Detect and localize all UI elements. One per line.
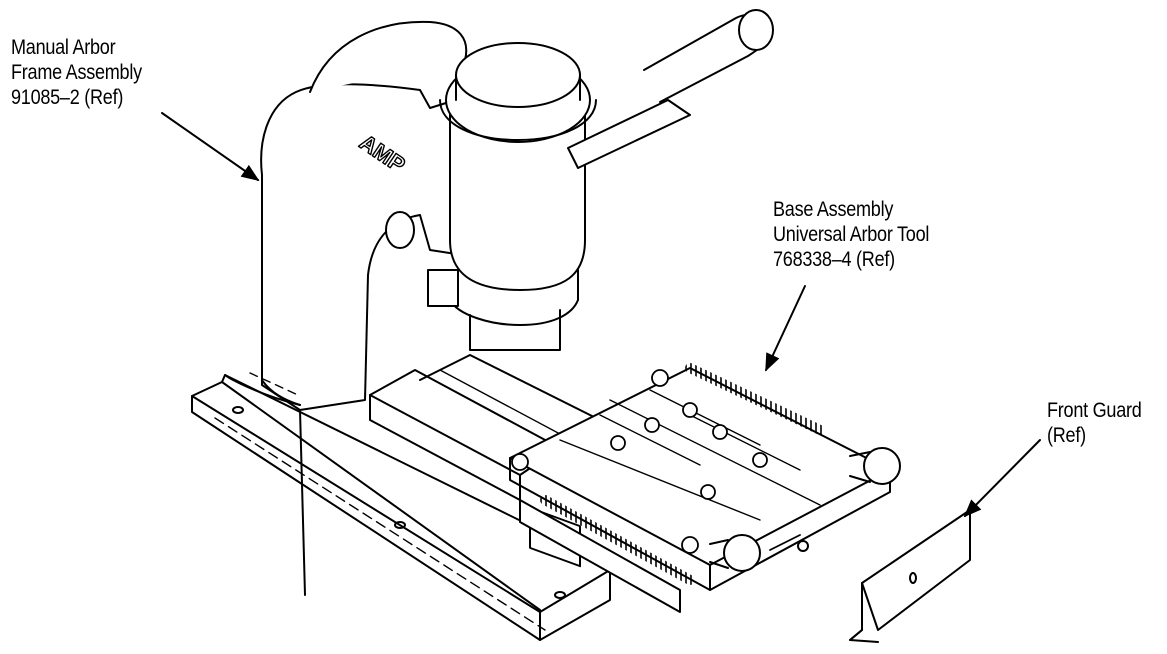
ram-head [427, 42, 597, 351]
leader-arrow-arbor-frame [161, 112, 260, 182]
callout-front-guard-line-1: Front Guard [1047, 399, 1142, 422]
callout-base-assembly-line-1: Base Assembly [773, 198, 894, 221]
press-handle [567, 9, 774, 169]
callout-base-assembly: Base Assembly Universal Arbor Tool 76833… [773, 197, 929, 272]
callout-arbor-frame-line-3: 91085–2 (Ref) [11, 86, 124, 109]
callout-base-assembly-line-2: Universal Arbor Tool [773, 223, 930, 246]
base-plate [191, 374, 611, 641]
front-guard [849, 509, 971, 643]
callout-arbor-frame: Manual Arbor Frame Assembly 91085–2 (Ref… [11, 35, 142, 110]
callout-front-guard-line-2: (Ref) [1047, 424, 1086, 447]
arbor-frame [224, 20, 561, 596]
callout-arbor-frame-line-2: Frame Assembly [11, 61, 142, 84]
tool-base-assembly [509, 363, 901, 613]
callout-base-assembly-line-3: 768338–4 (Ref) [773, 248, 895, 271]
callout-front-guard: Front Guard (Ref) [1047, 398, 1142, 448]
leader-arrow-front-guard [963, 439, 1041, 518]
leader-arrow-base-assembly [765, 285, 806, 372]
callout-arbor-frame-line-1: Manual Arbor [11, 36, 116, 59]
